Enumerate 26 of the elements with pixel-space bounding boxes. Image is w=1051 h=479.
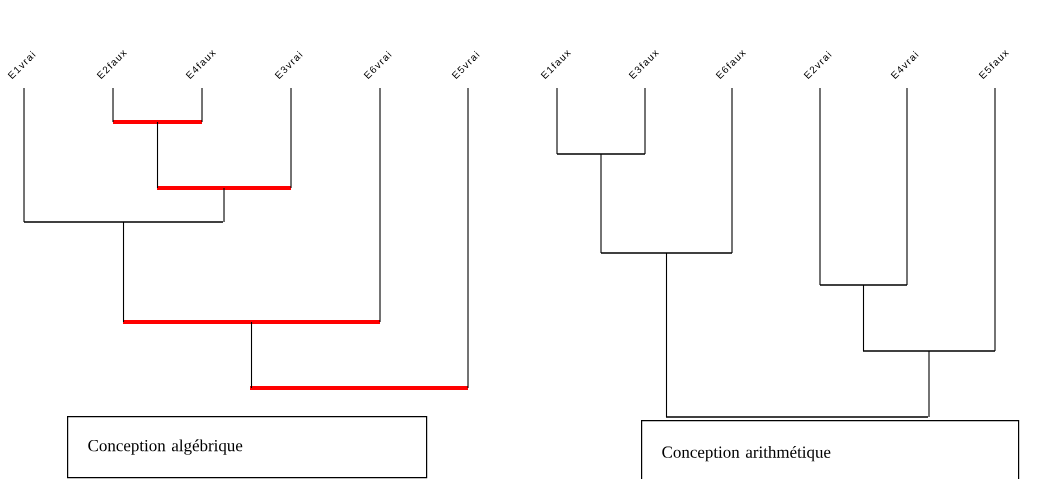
cluster-bar [250, 386, 468, 390]
branch-line [731, 87, 733, 254]
branch-line [23, 87, 25, 223]
branch-line [862, 284, 865, 352]
branch-line [201, 87, 203, 123]
branch-line [379, 87, 381, 323]
branch-line [665, 252, 668, 418]
branch-line [556, 87, 558, 155]
label-box: Conception algébrique [67, 416, 428, 479]
branch-line [112, 87, 114, 123]
branch-line [600, 153, 602, 254]
branch-line [290, 87, 292, 189]
branch-line [994, 87, 996, 352]
label-box: Conception arithmétique [641, 420, 1020, 479]
cluster-bar [123, 320, 380, 324]
branch-line [819, 87, 821, 286]
branch-line [644, 87, 646, 155]
cluster-bar [113, 120, 202, 124]
branch-line [250, 321, 253, 389]
branch-line [928, 350, 930, 418]
branch-line [467, 87, 469, 389]
branch-line [223, 187, 225, 223]
branch-line [156, 121, 159, 189]
cluster-bar [157, 186, 291, 190]
branch-line [906, 87, 908, 286]
branch-line [122, 221, 125, 323]
